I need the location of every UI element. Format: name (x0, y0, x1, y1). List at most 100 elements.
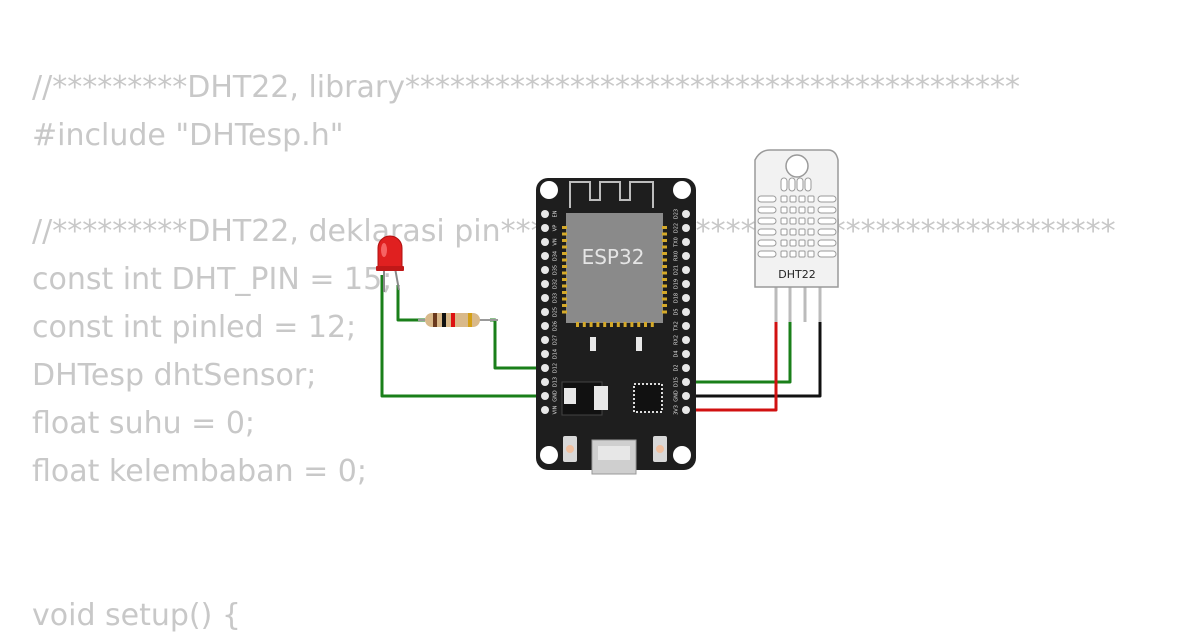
pin-label: GND (553, 390, 559, 402)
module-pad (596, 322, 600, 327)
pin-label: D14 (553, 349, 559, 359)
module-pad (662, 304, 667, 307)
boot-button[interactable] (563, 436, 577, 462)
header-pin-left[interactable] (541, 378, 549, 386)
grille-slot (788, 177, 796, 192)
module-pad (562, 271, 567, 275)
module-pad (662, 271, 667, 275)
pin-label: D2 (674, 364, 680, 371)
wire-dht-data-d15[interactable] (686, 318, 792, 384)
grille-hole (798, 195, 806, 203)
header-pin-left[interactable] (541, 210, 549, 218)
header-pin-right[interactable] (682, 322, 690, 330)
dht22-sensor[interactable]: DHT22 (754, 149, 839, 322)
usb-uart-chip (633, 383, 663, 413)
grille-bar (817, 217, 837, 225)
grille-slot (796, 177, 804, 192)
module-pad (562, 304, 567, 307)
header-pin-right[interactable] (682, 294, 690, 302)
wire-led-resistor[interactable] (396, 285, 425, 322)
header-pin-right[interactable] (682, 308, 690, 316)
mounting-hole (673, 181, 691, 199)
esp32-board[interactable]: ESP32 ENVPVND34D35D32D33D25D26D27D14D12D… (536, 178, 696, 475)
pin-label: RX0 (674, 251, 680, 261)
module-pad (662, 232, 667, 236)
wire-dht-gnd[interactable] (686, 318, 822, 398)
grille-hole (780, 239, 788, 247)
grille-hole (789, 217, 797, 225)
header-pin-left[interactable] (541, 238, 549, 246)
grille-hole (807, 195, 815, 203)
header-pin-right[interactable] (682, 378, 690, 386)
header-pin-left[interactable] (541, 252, 549, 260)
module-pad (562, 284, 567, 288)
pin-label: D22 (674, 223, 680, 233)
pin-label: D25 (553, 307, 559, 317)
header-pin-left[interactable] (541, 308, 549, 316)
header-pin-left[interactable] (541, 294, 549, 302)
pin-label: D35 (553, 265, 559, 275)
header-pin-left[interactable] (541, 364, 549, 372)
module-pad (562, 258, 567, 262)
mounting-hole (540, 446, 558, 464)
header-pin-left[interactable] (541, 350, 549, 358)
module-pad (662, 258, 667, 262)
grille-hole (807, 239, 815, 247)
grille-bar (757, 228, 777, 236)
header-pin-right[interactable] (682, 210, 690, 218)
header-pin-right[interactable] (682, 224, 690, 232)
header-pin-right[interactable] (682, 238, 690, 246)
grille-bar (757, 239, 777, 247)
grille-hole (807, 217, 815, 225)
pin-label: RX2 (674, 335, 680, 345)
module-pad (562, 291, 567, 294)
header-pin-right[interactable] (682, 350, 690, 358)
header-pin-right[interactable] (682, 392, 690, 400)
grille-bar (757, 195, 777, 203)
header-pin-left[interactable] (541, 266, 549, 274)
header-pin-left[interactable] (541, 406, 549, 414)
pin-label: GND (674, 390, 680, 402)
grille-hole (798, 250, 806, 258)
header-pin-left[interactable] (541, 392, 549, 400)
module-pad (562, 278, 567, 281)
pin-label: EN (553, 210, 559, 217)
led[interactable] (376, 235, 404, 292)
header-pin-left[interactable] (541, 224, 549, 232)
header-pin-right[interactable] (682, 406, 690, 414)
en-button[interactable] (653, 436, 667, 462)
pin-label: D4 (674, 350, 680, 357)
wire-led-cathode-gnd[interactable] (380, 275, 545, 398)
grille-hole (807, 206, 815, 214)
module-pad (644, 322, 647, 327)
module-pad (662, 252, 667, 255)
dht22-label: DHT22 (778, 268, 815, 281)
grille-hole (780, 228, 788, 236)
header-pin-right[interactable] (682, 280, 690, 288)
header-pin-right[interactable] (682, 336, 690, 344)
header-pin-left[interactable] (541, 280, 549, 288)
module-pad (616, 322, 620, 327)
resistor[interactable] (418, 313, 498, 327)
header-pin-right[interactable] (682, 252, 690, 260)
module-pad (662, 278, 667, 281)
module-pad (562, 297, 567, 301)
header-pin-right[interactable] (682, 364, 690, 372)
wire-dht-vcc-3v3[interactable] (686, 318, 778, 412)
pin-label: D12 (553, 363, 559, 373)
pin-label: VIN (553, 405, 559, 414)
code-line: float kelembaban = 0; (32, 454, 367, 489)
antenna-trace (569, 181, 654, 208)
module-pad (562, 232, 567, 236)
code-line: #include "DHTesp.h" (32, 118, 344, 153)
module-pad (662, 310, 667, 314)
pin-label: TX0 (674, 237, 680, 248)
header-pin-left[interactable] (541, 336, 549, 344)
pin-label: D23 (674, 209, 680, 219)
header-pin-left[interactable] (541, 322, 549, 330)
pin-label: D18 (674, 293, 680, 303)
header-pin-right[interactable] (682, 266, 690, 274)
grille-hole (780, 217, 788, 225)
pin-label: D5 (674, 308, 680, 315)
grille-bar (757, 217, 777, 225)
